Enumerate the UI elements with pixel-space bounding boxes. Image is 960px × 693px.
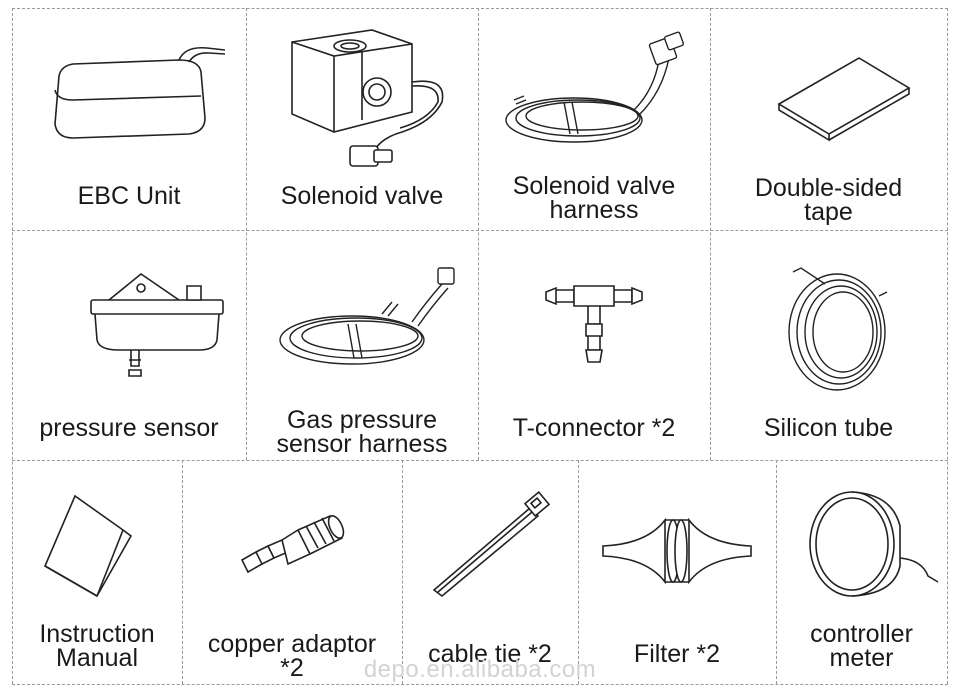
package-contents-grid: EBC Unit Solenoid valve — [12, 8, 948, 685]
item-cable-tie: cable tie *2 — [402, 460, 578, 684]
copper-adaptor-icon — [192, 506, 392, 596]
tape-icon — [729, 48, 929, 148]
item-filter: Filter *2 — [578, 460, 776, 684]
item-label: pressure sensor — [39, 414, 219, 442]
grid-divider — [12, 460, 948, 461]
grid-divider — [246, 8, 247, 460]
item-gas-pressure-sensor-harness: Gas pressure sensor harness — [246, 230, 478, 460]
grid-divider — [182, 460, 183, 684]
item-label: Double-sided tape — [754, 174, 903, 226]
item-label: controller meter — [810, 620, 913, 672]
gauge-icon — [782, 486, 942, 606]
silicon-tube-icon — [729, 256, 929, 396]
item-solenoid-valve-harness: Solenoid valve harness — [478, 8, 710, 230]
filter-icon — [587, 500, 767, 600]
item-label: T-connector *2 — [512, 414, 676, 442]
item-label: Instruction Manual — [39, 620, 155, 672]
item-label: Gas pressure sensor harness — [276, 406, 448, 458]
item-label: EBC Unit — [77, 182, 181, 210]
grid-divider — [12, 8, 948, 9]
grid-divider — [578, 460, 579, 684]
manual-icon — [17, 490, 177, 600]
item-pressure-sensor: pressure sensor — [12, 230, 246, 460]
wire-harness-icon — [494, 30, 694, 160]
item-silicon-tube: Silicon tube — [710, 230, 947, 460]
item-solenoid-valve: Solenoid valve — [246, 8, 478, 230]
item-copper-adaptor: copper adaptor *2 — [182, 460, 402, 684]
item-ebc-unit: EBC Unit — [12, 8, 246, 230]
pressure-sensor-icon — [29, 270, 229, 380]
item-controller-meter: controller meter — [776, 460, 947, 684]
wire-harness-icon — [262, 262, 462, 382]
grid-divider — [402, 460, 403, 684]
grid-divider — [12, 230, 948, 231]
t-connector-icon — [494, 270, 694, 380]
grid-divider — [710, 8, 711, 460]
grid-divider — [776, 460, 777, 684]
item-label: copper adaptor *2 — [207, 630, 377, 682]
grid-divider — [12, 8, 13, 684]
item-instruction-manual: Instruction Manual — [12, 460, 182, 684]
item-label: Filter *2 — [633, 640, 721, 668]
item-t-connector: T-connector *2 — [478, 230, 710, 460]
grid-divider — [947, 8, 948, 684]
solenoid-valve-icon — [262, 22, 462, 172]
item-double-sided-tape: Double-sided tape — [710, 8, 947, 230]
watermark: depo.en.alibaba.com — [363, 656, 597, 683]
cable-tie-icon — [410, 490, 570, 600]
grid-divider — [478, 8, 479, 460]
item-label: Solenoid valve harness — [512, 172, 676, 224]
ebc-unit-icon — [29, 38, 229, 148]
item-label: cable tie *2 — [428, 640, 552, 668]
item-label: Solenoid valve — [280, 182, 444, 210]
grid-divider — [12, 684, 948, 685]
item-label: Silicon tube — [763, 414, 894, 442]
